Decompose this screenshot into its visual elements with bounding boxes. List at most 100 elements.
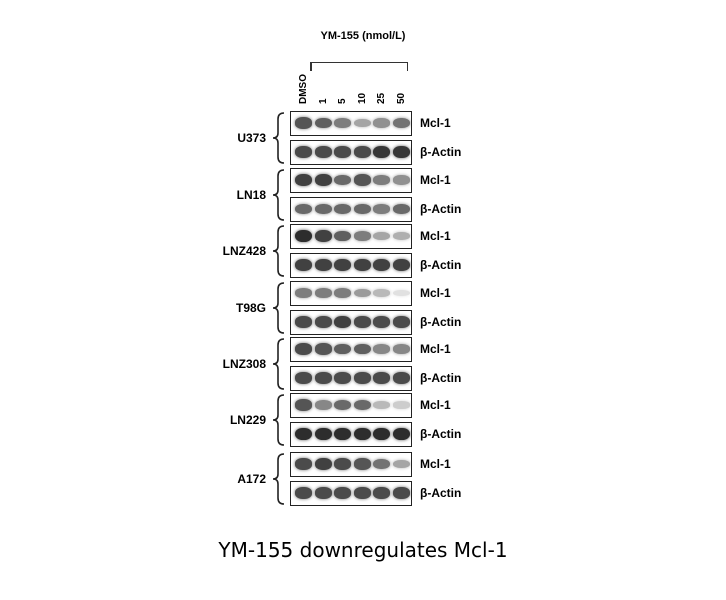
actin-band (373, 204, 390, 214)
actin-blot-panel (290, 481, 412, 506)
cell-line-label: LN229 (229, 413, 266, 427)
mcl1-blot-panel (290, 281, 412, 306)
lane-label: 50 (395, 92, 407, 104)
actin-band (373, 145, 390, 159)
actin-band (334, 146, 351, 158)
mcl1-band (373, 118, 390, 128)
mcl1-blot-panel (290, 452, 412, 477)
mcl1-blot-panel (290, 224, 412, 249)
actin-band (295, 203, 312, 215)
actin-band (314, 203, 332, 215)
mcl1-band (295, 458, 312, 470)
mcl1-band (334, 174, 351, 186)
actin-band (353, 372, 371, 384)
mcl1-band (314, 230, 332, 242)
mcl1-band (295, 174, 312, 186)
mcl1-blot-panel (290, 111, 412, 136)
mcl1-band (314, 458, 332, 470)
actin-band (353, 427, 371, 441)
mcl1-band (295, 288, 312, 298)
mcl1-band (353, 343, 371, 355)
mcl1-label: Mcl-1 (420, 398, 451, 412)
mcl1-band (392, 401, 410, 409)
actin-band (314, 427, 332, 441)
cell-line-label: T98G (235, 301, 266, 315)
brace-icon (272, 338, 285, 390)
mcl1-band (392, 117, 410, 129)
actin-label: β-Actin (420, 371, 462, 385)
actin-band (353, 259, 371, 271)
mcl1-label: Mcl-1 (420, 342, 451, 356)
actin-label: β-Actin (420, 315, 462, 329)
actin-band (334, 203, 351, 215)
actin-band (353, 316, 371, 328)
actin-blot-panel (290, 140, 412, 165)
mcl1-label: Mcl-1 (420, 457, 451, 471)
actin-band (373, 427, 390, 441)
mcl1-band (373, 231, 390, 241)
mcl1-band (314, 343, 332, 355)
mcl1-band (295, 229, 312, 243)
lane-label: 5 (337, 98, 348, 104)
mcl1-label: Mcl-1 (420, 173, 451, 187)
actin-band (334, 372, 351, 384)
actin-band (373, 259, 390, 271)
actin-band (392, 372, 410, 384)
treatment-bracket (310, 62, 408, 71)
mcl1-band (373, 175, 390, 185)
mcl1-band (314, 288, 332, 298)
brace-icon (272, 225, 285, 277)
mcl1-band (353, 288, 371, 298)
brace-icon (272, 169, 285, 221)
mcl1-band (373, 401, 390, 409)
actin-label: β-Actin (420, 486, 462, 500)
mcl1-blot-panel (290, 168, 412, 193)
actin-band (392, 203, 410, 215)
actin-blot-panel (290, 366, 412, 391)
brace-icon (272, 282, 285, 334)
mcl1-band (353, 458, 371, 470)
mcl1-blot-panel (290, 337, 412, 362)
mcl1-band (314, 400, 332, 410)
actin-band (353, 146, 371, 158)
mcl1-band (353, 118, 371, 128)
mcl1-band (353, 174, 371, 186)
actin-band (314, 372, 332, 384)
mcl1-band (392, 459, 410, 469)
mcl1-band (392, 175, 410, 185)
actin-band (392, 487, 410, 499)
mcl1-band (314, 117, 332, 129)
actin-band (392, 145, 410, 159)
actin-band (353, 203, 371, 215)
mcl1-band (392, 231, 410, 241)
cell-line-label: LNZ308 (222, 357, 266, 371)
actin-blot-panel (290, 197, 412, 222)
mcl1-blot-panel (290, 393, 412, 418)
mcl1-band (334, 288, 351, 298)
actin-blot-panel (290, 422, 412, 447)
cell-line-label: LNZ428 (222, 244, 266, 258)
mcl1-label: Mcl-1 (420, 229, 451, 243)
mcl1-band (373, 289, 390, 297)
actin-label: β-Actin (420, 258, 462, 272)
mcl1-band (373, 344, 390, 354)
actin-band (334, 316, 351, 328)
actin-blot-panel (290, 310, 412, 335)
actin-label: β-Actin (420, 202, 462, 216)
actin-band (314, 259, 332, 271)
actin-label: β-Actin (420, 145, 462, 159)
lane-label: 1 (317, 98, 329, 104)
actin-band (392, 316, 410, 328)
mcl1-band (392, 289, 410, 297)
lane-label: DMSO (298, 74, 309, 104)
mcl1-band (334, 399, 351, 411)
mcl1-band (353, 231, 371, 241)
cell-line-label: LN18 (236, 188, 266, 202)
mcl1-band (334, 230, 351, 242)
actin-band (295, 487, 312, 499)
mcl1-band (295, 343, 312, 355)
mcl1-label: Mcl-1 (420, 286, 451, 300)
actin-band (334, 259, 351, 271)
mcl1-band (334, 118, 351, 128)
lane-label: 25 (376, 92, 387, 104)
